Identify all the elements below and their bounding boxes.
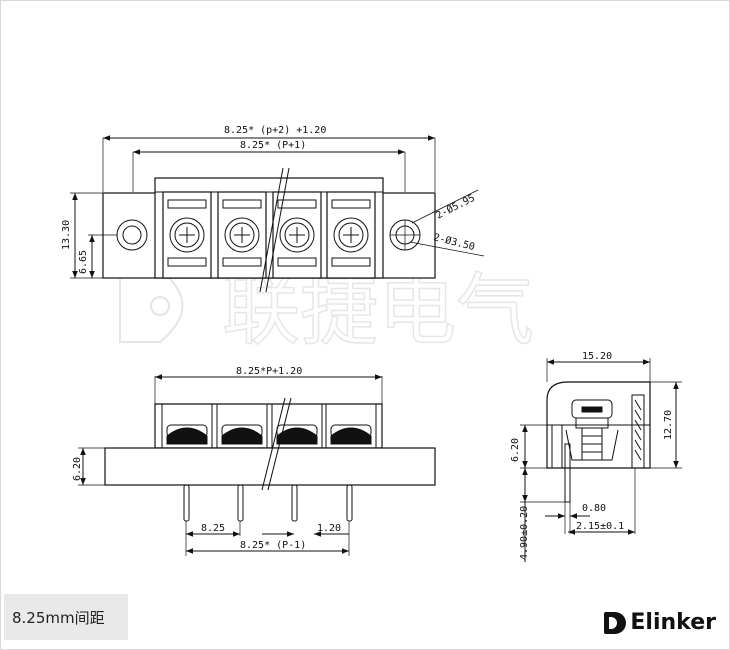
front-terminal bbox=[216, 403, 268, 449]
watermark-text: 联捷电气 bbox=[222, 266, 534, 356]
side-view: 15.20 12.70 6.20 4.90±0.20 bbox=[510, 351, 682, 562]
side-height-label: 12.70 bbox=[663, 410, 674, 440]
terminal-cell bbox=[162, 191, 212, 279]
pin-thickness-label: 0.80 bbox=[582, 503, 606, 514]
edge-offset-label: 1.20 bbox=[317, 523, 341, 534]
side-width-label: 15.20 bbox=[582, 351, 612, 362]
brand-name: Elinker bbox=[630, 610, 716, 635]
hole-outer-label: 2-Ø5.95 bbox=[434, 192, 477, 222]
side-screw bbox=[565, 399, 619, 461]
front-view: 8.25*P+1.20 bbox=[72, 366, 436, 556]
pin-span-label: 8.25* (P-1) bbox=[240, 540, 306, 551]
terminal-cell bbox=[272, 191, 322, 279]
front-terminal bbox=[161, 403, 213, 449]
watermark: 联捷电气 bbox=[119, 265, 535, 357]
front-pins bbox=[183, 484, 353, 522]
front-height-label: 6.20 bbox=[72, 457, 83, 481]
front-terminal bbox=[325, 403, 377, 449]
top-height-label: 13.30 bbox=[61, 220, 72, 250]
front-width-label: 8.25*P+1.20 bbox=[236, 366, 302, 377]
front-flange bbox=[104, 447, 436, 486]
side-pin bbox=[564, 443, 571, 503]
pitch-caption: 8.25mm间距 bbox=[4, 594, 128, 640]
hole-inner-label: 2-Ø3.50 bbox=[432, 231, 476, 253]
overall-width-label: 8.25* (p+2) +1.20 bbox=[224, 125, 326, 136]
elinker-logo-icon bbox=[604, 611, 627, 634]
mount-hole-right bbox=[389, 219, 421, 251]
pitch-width-label: 8.25* (P+1) bbox=[240, 140, 306, 151]
break-line bbox=[265, 167, 290, 293]
terminal-cell bbox=[326, 191, 376, 279]
break-line bbox=[259, 167, 284, 293]
brand-logo: Elinker bbox=[604, 610, 716, 635]
top-view: 8.25* (p+2) +1.20 8.25* (P+1) bbox=[61, 125, 485, 293]
pitch-label: 8.25 bbox=[201, 523, 225, 534]
side-flange-label: 6.20 bbox=[510, 438, 521, 462]
terminal-cell bbox=[217, 191, 267, 279]
hole-center-label: 6.65 bbox=[78, 250, 89, 274]
pin-length-label: 4.90±0.20 bbox=[519, 506, 530, 560]
pin-offset-label: 2.15±0.1 bbox=[576, 521, 624, 532]
